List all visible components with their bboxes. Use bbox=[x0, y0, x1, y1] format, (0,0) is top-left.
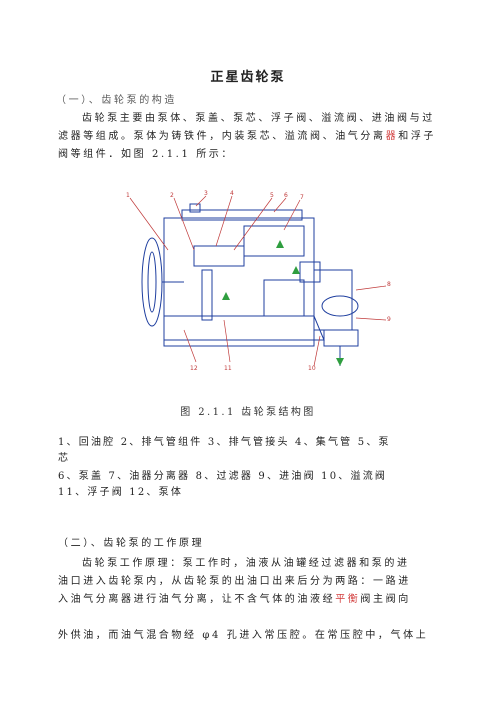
highlighted-word: 器 bbox=[385, 131, 399, 142]
callout-label-5: 5 bbox=[270, 192, 274, 199]
callout-label-10: 10 bbox=[308, 365, 316, 372]
exhaust-joint-outline bbox=[189, 203, 201, 213]
highlighted-word: 平衡 bbox=[335, 594, 361, 605]
structure-line-2-text: 滤器等组成。泵体为铸铁件，内装泵芯、溢流阀、油气分离 bbox=[58, 131, 386, 142]
callout-label-1: 1 bbox=[126, 192, 130, 199]
pump-body-outline bbox=[163, 217, 315, 347]
callout-leader-5 bbox=[233, 197, 273, 251]
callout-label-8: 8 bbox=[387, 281, 391, 288]
flow-arrow-icon bbox=[276, 240, 284, 248]
callout-label-7: 7 bbox=[300, 194, 304, 201]
principle-paragraph-line-4: 外供油，而油气混合物经 φ4 孔进入常压腔。在常压腔中，气体上 bbox=[58, 630, 429, 641]
callout-leader-9 bbox=[355, 317, 387, 321]
flow-arrow-icon bbox=[292, 266, 300, 274]
principle-paragraph-line-3: 入油气分离器进行油气分离，让不含气体的油液经平衡阀主阀向 bbox=[58, 593, 411, 607]
principle-paragraph-line-1: 齿轮泵工作原理：泵工作时，油液从油罐经过滤器和泵的进 bbox=[82, 558, 410, 569]
callout-leader-7 bbox=[283, 199, 301, 231]
section-heading-structure: （一）、齿轮泵的构造 bbox=[56, 95, 177, 106]
callout-label-6: 6 bbox=[284, 192, 288, 199]
callout-leader-10 bbox=[313, 335, 321, 367]
callout-leader-3 bbox=[195, 195, 207, 207]
structure-paragraph-line-1: 齿轮泵主要由泵体、泵盖、泵芯、浮子阀、溢流阀、进油阀与过 bbox=[82, 113, 435, 124]
gear-pump-diagram: 1 2 3 4 5 6 7 8 9 10 11 12 bbox=[126, 190, 391, 372]
callout-leader-2 bbox=[173, 197, 195, 251]
callout-leader-1 bbox=[129, 197, 169, 251]
pulley-outline bbox=[141, 237, 163, 327]
filter-chamber bbox=[263, 279, 305, 317]
parts-list-line-1: 1、回油腔 2、排气管组件 3、排气管接头 4、集气管 5、泵 bbox=[58, 437, 391, 448]
parts-list-line-2: 6、泵盖 7、油器分离器 8、过滤器 9、进油阀 10、溢流阀 bbox=[58, 471, 388, 482]
parts-list-line-1-wrap: 芯 bbox=[58, 453, 71, 464]
callout-leader-6 bbox=[273, 197, 287, 213]
section-heading-principle: （二）、齿轮泵的工作原理 bbox=[58, 538, 205, 549]
principle-paragraph-line-2: 油口进入齿轮泵内，从齿轮泵的出油口出来后分为两路：一路进 bbox=[58, 576, 411, 587]
structure-line-2-tail: 和浮子 bbox=[398, 131, 437, 142]
outlet-port bbox=[299, 261, 321, 283]
callout-label-3: 3 bbox=[204, 190, 208, 197]
pump-cover-outline bbox=[181, 209, 303, 221]
figure-caption: 图 2.1.1 齿轮泵结构图 bbox=[180, 407, 316, 418]
structure-paragraph-line-3: 阀等组件．如图 2.1.1 所示： bbox=[58, 149, 235, 160]
callout-label-2: 2 bbox=[170, 192, 174, 199]
valve-base bbox=[323, 329, 359, 347]
parts-list-line-3: 11、浮子阀 12、泵体 bbox=[58, 487, 184, 498]
page-title: 正星齿轮泵 bbox=[210, 70, 286, 85]
oil-gas-separator bbox=[243, 225, 305, 257]
principle-line-3-tail: 阀主阀向 bbox=[360, 594, 411, 605]
callout-leader-4 bbox=[215, 195, 233, 247]
callout-label-4: 4 bbox=[230, 190, 234, 197]
structure-paragraph-line-2: 滤器等组成。泵体为铸铁件，内装泵芯、溢流阀、油气分离器和浮子 bbox=[58, 130, 436, 144]
flow-arrow-icon bbox=[222, 292, 230, 300]
callout-label-9: 9 bbox=[387, 316, 391, 323]
inlet-valve bbox=[321, 295, 359, 317]
callout-leader-12 bbox=[183, 329, 197, 363]
pulley-hub bbox=[147, 251, 157, 313]
callout-label-12: 12 bbox=[190, 365, 198, 372]
callout-label-11: 11 bbox=[224, 365, 232, 372]
gear-core bbox=[193, 245, 245, 267]
callout-leader-11 bbox=[223, 319, 231, 363]
exhaust-pipe bbox=[201, 269, 213, 321]
principle-line-3-text: 入油气分离器进行油气分离，让不含气体的油液经 bbox=[58, 594, 336, 605]
callout-leader-8 bbox=[355, 285, 387, 291]
flow-arrow-icon bbox=[336, 358, 344, 366]
oil-return-cavity bbox=[163, 315, 325, 341]
